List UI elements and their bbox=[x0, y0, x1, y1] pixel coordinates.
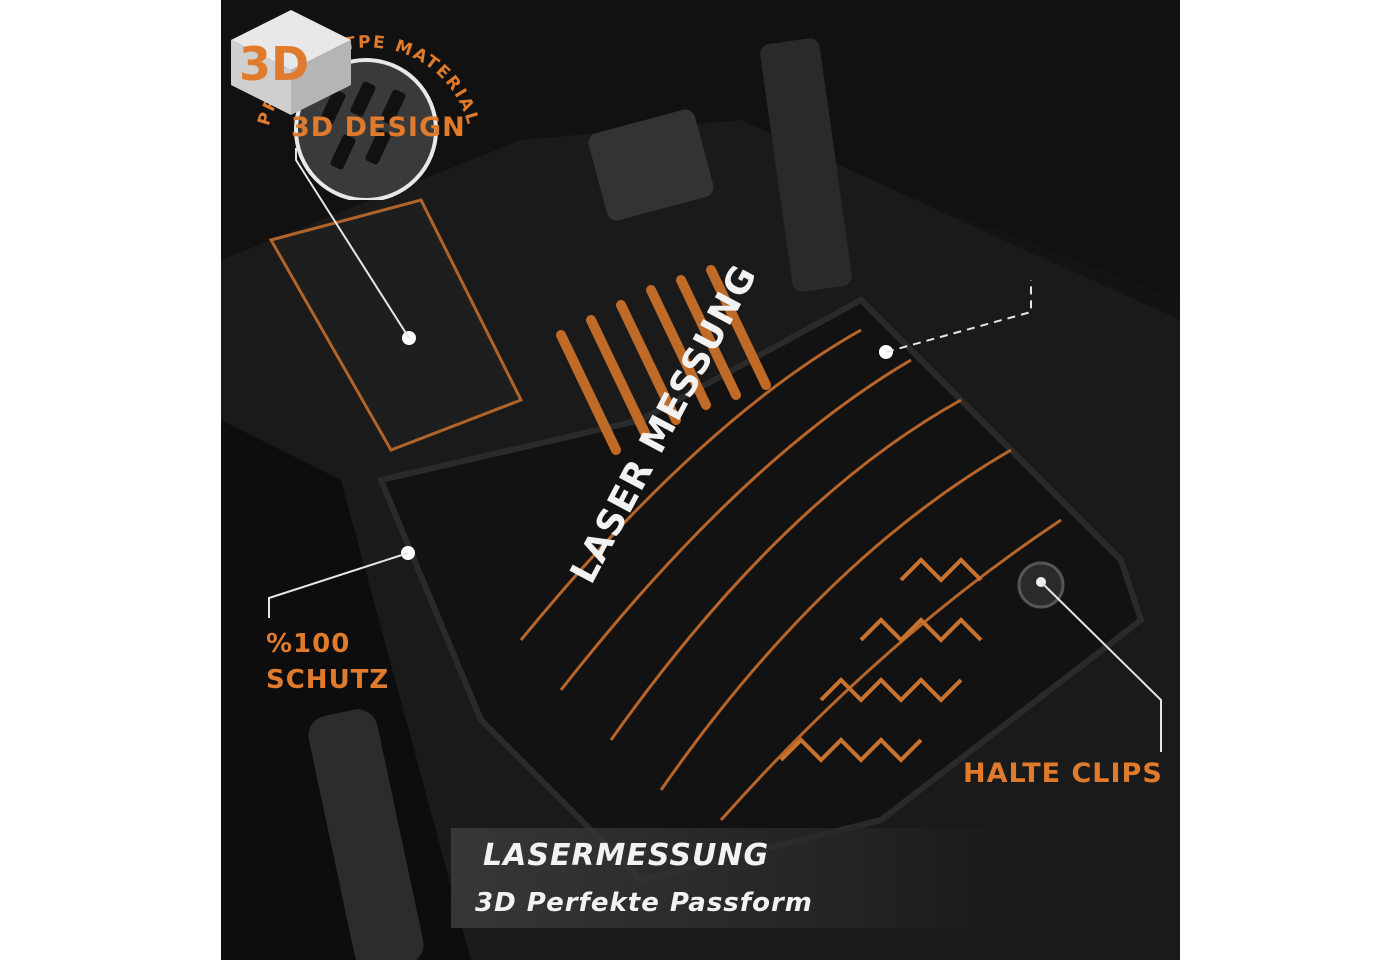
product-photo: PREMIUM TPE MATERIAL 3D DESIGN %100 SCHU… bbox=[221, 0, 1180, 960]
schutz-line2: SCHUTZ bbox=[266, 665, 390, 695]
schutz-label: %100 SCHUTZ bbox=[266, 626, 389, 698]
floor-mat-illustration bbox=[221, 0, 1180, 960]
design-label: 3D DESIGN bbox=[291, 112, 466, 143]
3d-logo-icon: 3D bbox=[231, 10, 351, 115]
subtitle: 3D Perfekte Passform bbox=[475, 888, 813, 918]
logo-text: 3D bbox=[239, 37, 309, 91]
banner-background bbox=[451, 828, 1011, 928]
schutz-line1: %100 bbox=[266, 629, 351, 659]
main-title: LASERMESSUNG bbox=[483, 838, 770, 873]
clips-label: HALTE CLIPS bbox=[963, 758, 1163, 789]
